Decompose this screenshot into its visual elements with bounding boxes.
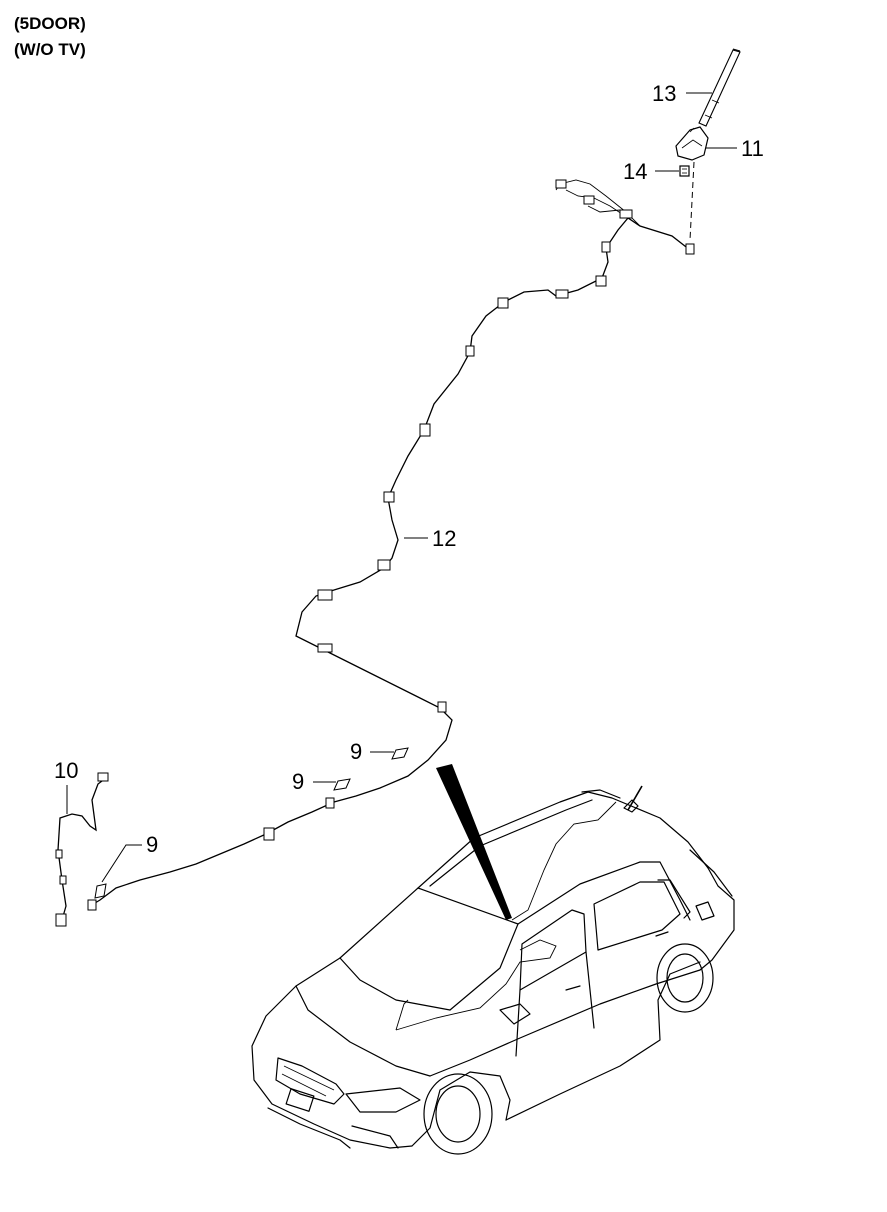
antenna-base-icon — [675, 126, 709, 161]
feeder-cable-icon — [87, 179, 695, 911]
hatchback-car-icon — [251, 789, 735, 1155]
header-5door: (5DOOR) — [14, 14, 86, 33]
leader-9c — [101, 844, 142, 883]
callout-9c: 9 — [146, 832, 158, 857]
location-pointer — [436, 764, 512, 920]
callout-11: 11 — [741, 136, 764, 161]
antenna-mast-icon — [698, 48, 741, 127]
extension-cable-icon — [55, 772, 109, 927]
callout-9b: 9 — [292, 769, 304, 794]
callout-12: 12 — [432, 526, 456, 551]
callout-10: 10 — [54, 758, 78, 783]
antenna-location-arrow — [627, 785, 643, 811]
assembly-axis-line — [689, 161, 695, 241]
tape-pad-icon — [94, 747, 409, 899]
callout-9a: 9 — [350, 739, 362, 764]
callout-14: 14 — [623, 159, 647, 184]
callout-13: 13 — [652, 81, 676, 106]
header-wo-tv: (W/O TV) — [14, 40, 86, 59]
nut-icon — [679, 165, 690, 177]
